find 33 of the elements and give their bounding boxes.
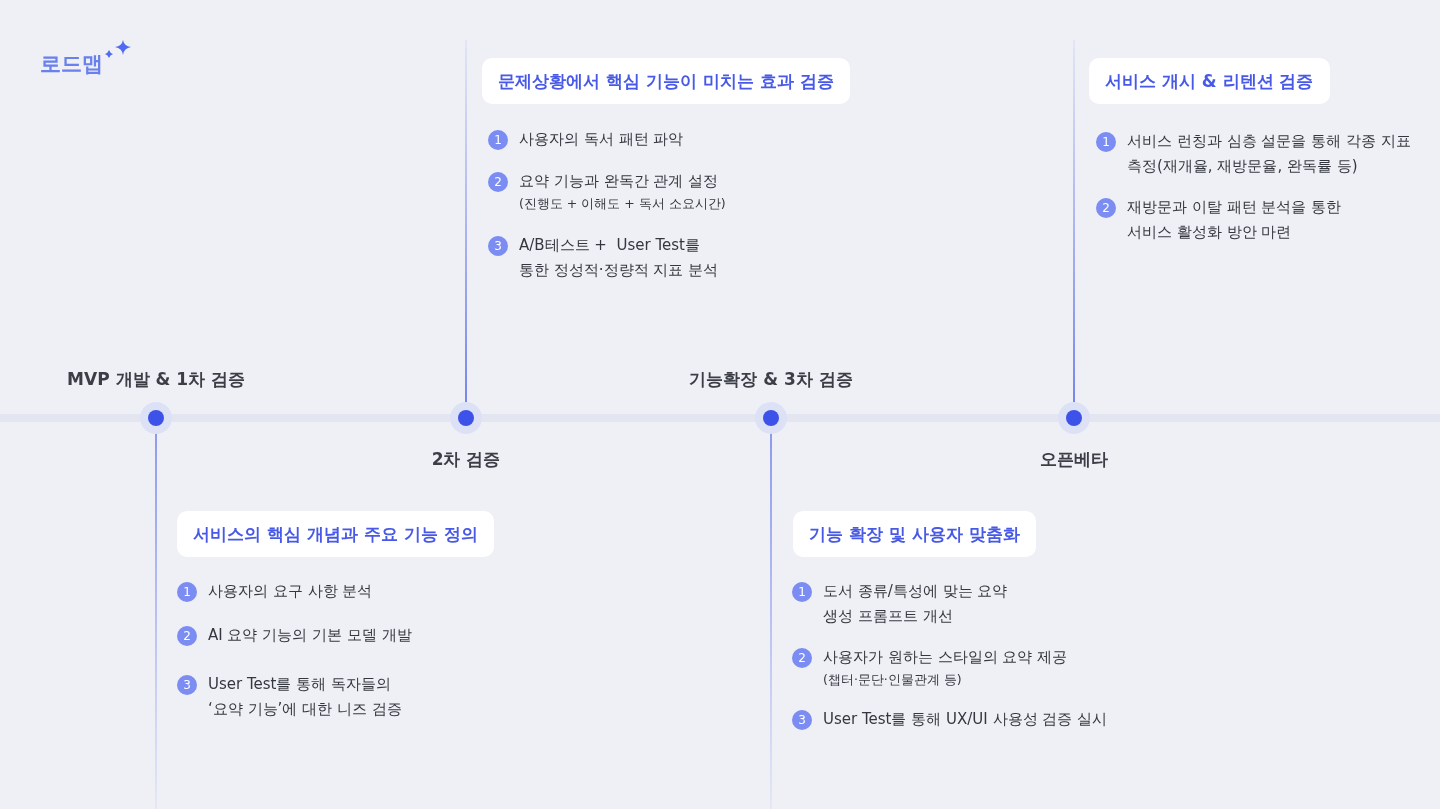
- heading-box: 기능 확장 및 사용자 맞춤화: [793, 511, 1036, 557]
- heading-box: 서비스의 핵심 개념과 주요 기능 정의: [177, 511, 494, 557]
- title: 로드맵: [40, 51, 103, 78]
- step-number: 1: [1096, 132, 1116, 152]
- step-text: User Test를 통해 독자들의 ‘요약 기능’에 대한 니즈 검증: [208, 674, 403, 720]
- step-text: 사용자가 원하는 스타일의 요약 제공: [823, 647, 1069, 668]
- milestone-label: 오픈베타: [1040, 448, 1108, 471]
- step-number: 3: [177, 675, 197, 695]
- milestone-label: 2차 검증: [431, 448, 501, 471]
- step-text: 사용자의 요구 사항 분석: [208, 581, 374, 602]
- step-text: 재방문과 이탈 패턴 분석을 통한 서비스 활성화 방안 마련: [1127, 197, 1343, 243]
- step-number: 3: [792, 710, 812, 730]
- heading-box: 서비스 개시 & 리텐션 검증: [1089, 58, 1330, 104]
- step-number: 3: [488, 236, 508, 256]
- step-text: 도서 종류/특성에 맞는 요약 생성 프롬프트 개선: [823, 581, 1009, 627]
- step-text: 서비스 런칭과 심층 설문을 통해 각종 지표 측정(재개율, 재방문율, 완독률 등): [1127, 131, 1412, 177]
- step-number: 2: [488, 172, 508, 192]
- step-text: A/B테스트 + User Test를 통한 정성적·정량적 지표 분석: [519, 235, 720, 281]
- step-text: 사용자의 독서 패턴 파악: [519, 129, 685, 150]
- milestone-label: 기능확장 & 3차 검증: [689, 368, 853, 391]
- step-text: AI 요약 기능의 기본 모델 개발: [208, 625, 413, 646]
- step-number: 2: [177, 626, 197, 646]
- step-number: 1: [792, 582, 812, 602]
- step-note: (진행도 + 이해도 + 독서 소요시간): [519, 195, 726, 213]
- milestone-label: MVP 개발 & 1차 검증: [67, 368, 245, 391]
- step-text: 요약 기능과 완독간 관계 설정: [519, 171, 720, 192]
- heading-box: 문제상황에서 핵심 기능이 미치는 효과 검증: [482, 58, 850, 104]
- step-number: 2: [792, 648, 812, 668]
- step-number: 1: [177, 582, 197, 602]
- step-number: 1: [488, 130, 508, 150]
- step-text: User Test를 통해 UX/UI 사용성 검증 실시: [823, 709, 1109, 730]
- step-note: (챕터·문단·인물관계 등): [823, 671, 962, 689]
- step-number: 2: [1096, 198, 1116, 218]
